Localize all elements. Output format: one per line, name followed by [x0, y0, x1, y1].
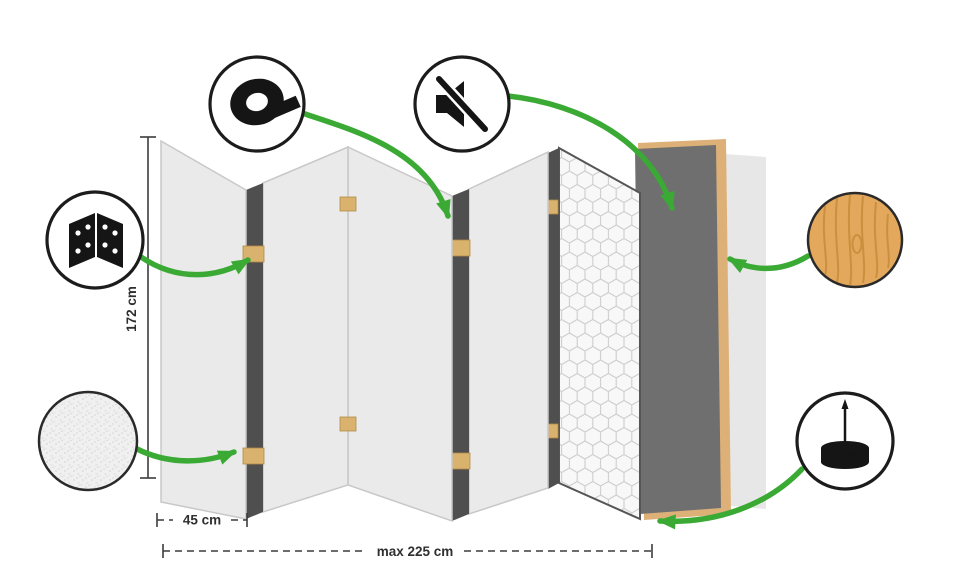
panel-edge-strip-1 — [246, 183, 263, 519]
total-width-dimension-label: max 225 cm — [377, 544, 454, 559]
hinge-connector — [449, 452, 471, 470]
callout-wood — [806, 191, 904, 289]
arrow-wood — [727, 253, 811, 274]
height-dimension-line: 172 cm — [124, 136, 156, 479]
wood-material-sample — [806, 191, 904, 289]
panel-4 — [468, 150, 549, 516]
wood-grain-lines — [822, 194, 890, 286]
adhesive-tape-icon — [230, 78, 301, 126]
panel-width-dimension-label: 45 cm — [183, 513, 221, 528]
hinge-connector — [449, 239, 471, 257]
height-dimension-label: 172 cm — [124, 286, 139, 332]
panel-5-patterned — [558, 146, 641, 521]
callout-tape — [208, 55, 306, 153]
panel-edge-strip-4 — [548, 148, 559, 489]
callout-no-sound — [413, 55, 511, 153]
hinge-connector — [339, 416, 357, 432]
panel-width-dimension-line: 45 cm — [156, 513, 248, 528]
hinge-icon — [69, 213, 123, 268]
back-panel — [635, 145, 721, 514]
arrow-tape — [299, 110, 451, 219]
arrow-hinge — [138, 254, 251, 278]
panel-2 — [262, 145, 349, 514]
panel-3 — [347, 145, 453, 523]
callout-feet — [795, 391, 895, 491]
arrow-texture — [132, 445, 237, 465]
callout-hinge — [45, 190, 145, 290]
panel-edge-strip-3 — [452, 189, 469, 521]
hinge-connector — [242, 447, 265, 465]
floor-foot-icon — [821, 399, 869, 469]
panel-1 — [160, 139, 247, 520]
arrow-feet — [657, 466, 805, 530]
hinge-connector — [339, 196, 357, 212]
callout-texture — [37, 390, 139, 492]
no-sound-icon — [433, 73, 491, 135]
arrow-no-sound — [505, 93, 675, 211]
fleece-texture-sample — [37, 390, 139, 492]
total-width-dimension-line: max 225 cm — [162, 544, 653, 559]
